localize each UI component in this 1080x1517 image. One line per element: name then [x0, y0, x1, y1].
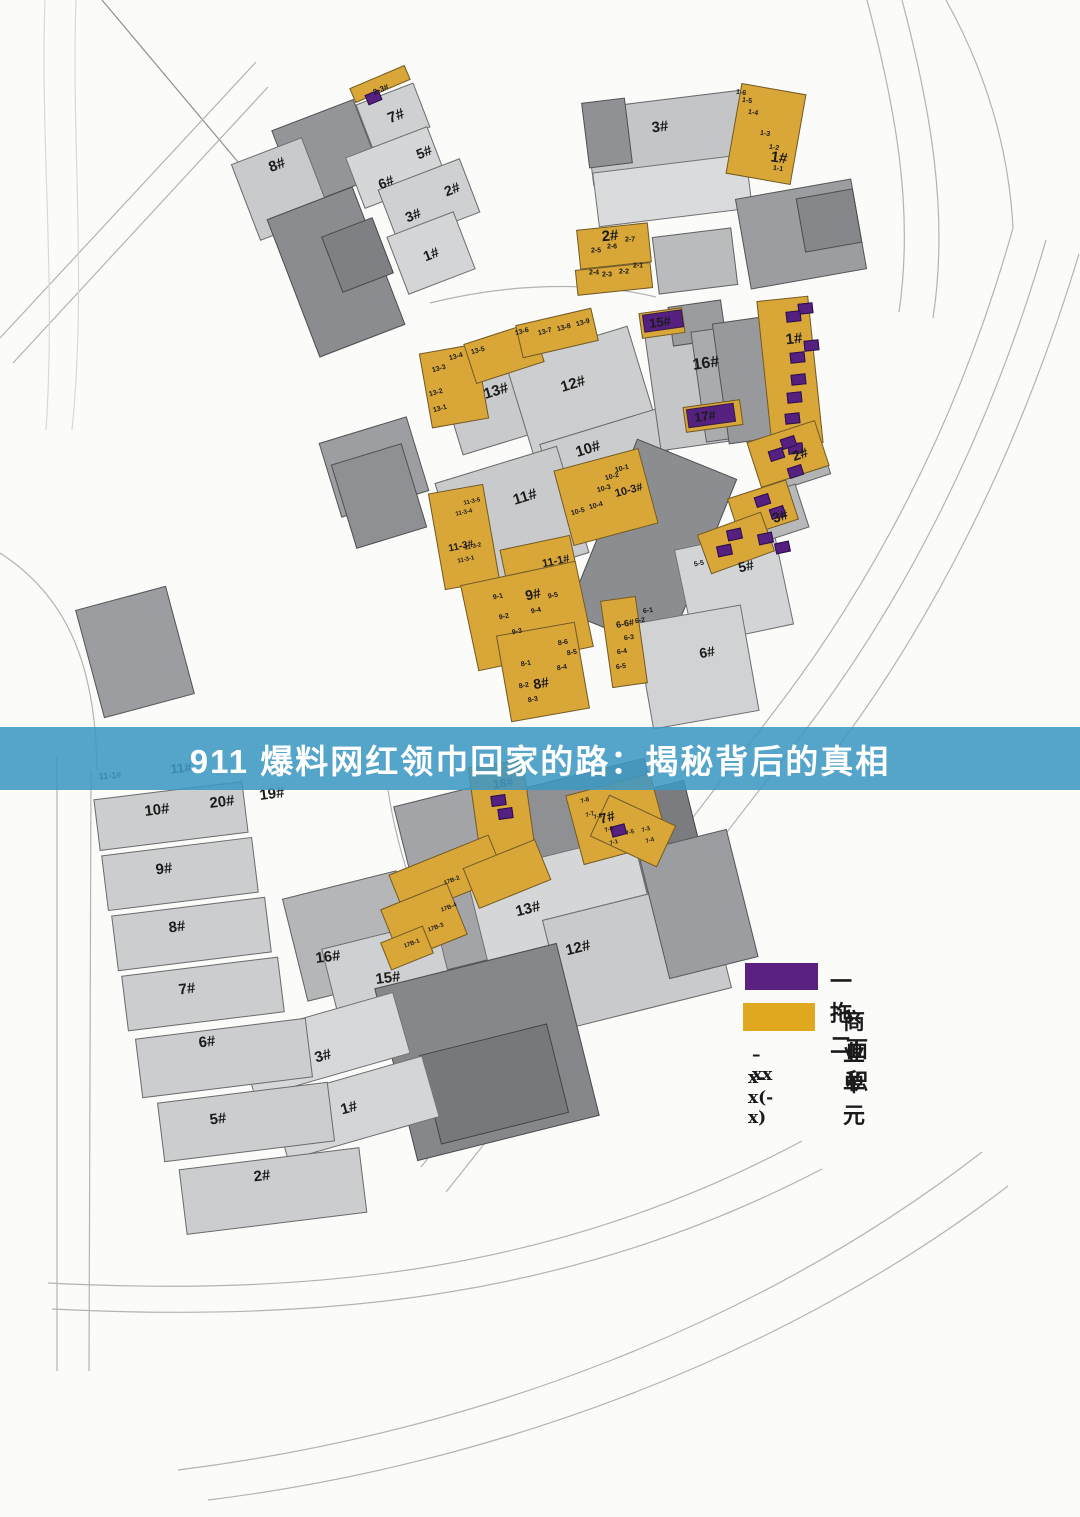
building-number-label: 7# — [177, 979, 197, 999]
headline-text: 911 爆料网红领巾回家的路：揭秘背后的真相 — [189, 742, 891, 780]
building-number-label: 6-5 — [615, 662, 627, 672]
road-line — [0, 61, 257, 339]
building-number-label: 2-1 — [632, 262, 644, 270]
road-line — [88, 770, 92, 1372]
duplex-unit-marker — [490, 794, 507, 807]
building-number-label: 9# — [154, 859, 174, 879]
building-number-label: 2# — [600, 226, 620, 246]
legend-symbol-area: –xx — [752, 1045, 773, 1085]
building-number-label: 6# — [197, 1032, 217, 1052]
road-line — [429, 285, 657, 304]
building-number-label: 5# — [208, 1109, 228, 1129]
legend-symbol-unit: x-x(-x) — [748, 1068, 774, 1128]
building-number-label: 17# — [693, 407, 717, 425]
building-block — [634, 604, 760, 730]
headline-banner: 911 爆料网红领巾回家的路：揭秘背后的真相 — [0, 727, 1080, 790]
building-number-label: 6-2 — [634, 616, 646, 626]
road-line — [177, 1151, 983, 1471]
commercial-block — [495, 621, 591, 723]
duplex-unit-marker — [774, 540, 791, 555]
road-line — [828, 253, 1080, 760]
duplex-unit-marker — [784, 412, 801, 425]
building-block — [651, 227, 739, 295]
building-number-label: 15# — [374, 968, 402, 988]
building-number-label: 2-6 — [606, 243, 618, 251]
road-line — [945, 0, 1014, 229]
building-number-label: 8# — [531, 673, 551, 693]
legend-swatch-duplex — [745, 963, 818, 990]
building-number-label: 10# — [143, 800, 171, 820]
duplex-unit-marker — [786, 391, 803, 404]
legend-label-unit: 单元 — [843, 1071, 866, 1129]
building-number-label: 1# — [784, 329, 804, 349]
duplex-unit-marker — [789, 351, 806, 364]
building-number-label: 1-5 — [741, 96, 753, 106]
building-number-label: 2# — [252, 1166, 272, 1186]
road-line — [866, 0, 905, 313]
road-line — [207, 1185, 1009, 1501]
building-number-label: 2-4 — [588, 269, 600, 277]
road-line — [12, 86, 269, 364]
building-number-label: 5# — [736, 556, 756, 576]
building-number-label: 1-4 — [747, 108, 759, 118]
building-number-label: 8# — [167, 917, 187, 937]
building-number-label: 1-1 — [772, 164, 784, 174]
road-line — [43, 0, 50, 431]
building-number-label: 1-3 — [759, 129, 771, 139]
building-number-label: 2-5 — [590, 247, 602, 255]
building-number-label: 1-2 — [768, 143, 780, 153]
building-number-label: 16# — [314, 947, 342, 967]
building-number-label: 2-3 — [601, 271, 613, 279]
legend-label-duplex: 一拖二 — [830, 969, 853, 1059]
building-block — [581, 97, 633, 169]
building-number-label: 2-2 — [618, 268, 630, 276]
duplex-unit-marker — [497, 807, 514, 820]
building-block — [178, 1147, 368, 1235]
duplex-unit-marker — [785, 310, 802, 323]
road-line — [47, 1140, 803, 1287]
building-number-label: 2-7 — [624, 236, 636, 244]
road-line — [901, 0, 940, 319]
road-line — [71, 0, 80, 431]
building-number-label: 6# — [697, 642, 717, 662]
building-number-label: 9# — [523, 584, 543, 604]
building-block — [75, 585, 195, 719]
duplex-unit-marker — [803, 339, 820, 352]
legend-label-area: 面积 — [846, 1037, 869, 1095]
duplex-unit-marker — [790, 373, 807, 386]
building-block — [795, 188, 863, 253]
building-number-label: 6-1 — [642, 606, 654, 616]
building-number-label: 20# — [208, 792, 236, 812]
building-number-label: 1# — [338, 1097, 360, 1119]
building-number-label: 6-3 — [623, 633, 635, 643]
legend-swatch-commercial — [743, 1003, 815, 1031]
road-line — [101, 0, 239, 163]
building-number-label: 6-4 — [616, 647, 628, 657]
building-number-label: 3# — [650, 117, 670, 137]
building-number-label: 1-6 — [735, 88, 747, 98]
legend-label-commercial: 商业 — [843, 1009, 866, 1067]
road-line — [51, 1168, 823, 1313]
building-number-label: 3# — [312, 1045, 334, 1067]
building-number-label: 15# — [648, 313, 672, 331]
